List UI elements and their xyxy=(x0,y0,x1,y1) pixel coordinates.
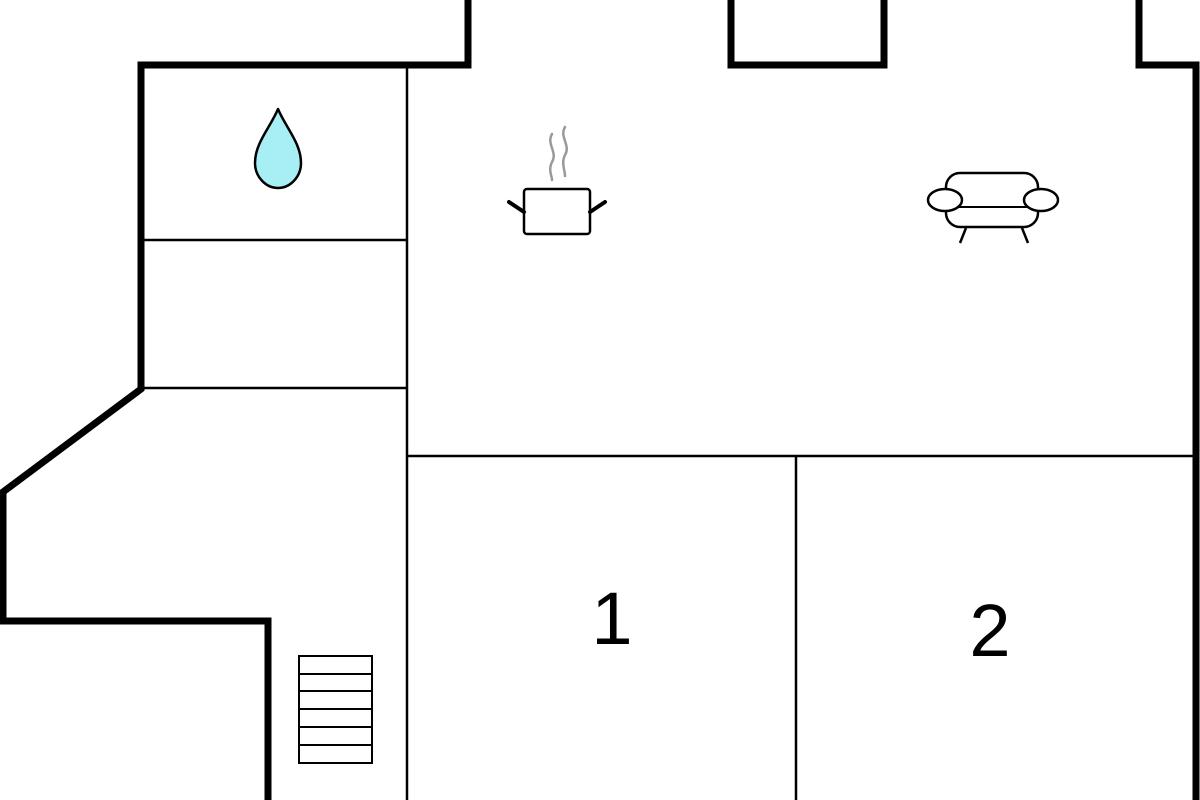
cooking-pot-icon xyxy=(507,125,607,236)
room-bedroom-1: 1 xyxy=(591,577,632,660)
room-bedroom-2: 2 xyxy=(969,589,1010,672)
room-kitchen-living xyxy=(507,125,1060,244)
water-drop-icon xyxy=(253,107,303,190)
steam-icon xyxy=(548,125,568,182)
wall-left-stepped xyxy=(0,0,472,800)
armchair-icon xyxy=(926,171,1060,244)
bedroom-2-number: 2 xyxy=(969,589,1010,672)
room-hallway xyxy=(298,655,373,764)
wall-top-notch xyxy=(727,0,888,69)
room-bathroom xyxy=(253,107,303,190)
wall-top-right xyxy=(1135,0,1200,800)
bedroom-1-number: 1 xyxy=(591,577,632,660)
staircase-icon xyxy=(298,655,373,764)
interior-walls xyxy=(141,65,1196,800)
